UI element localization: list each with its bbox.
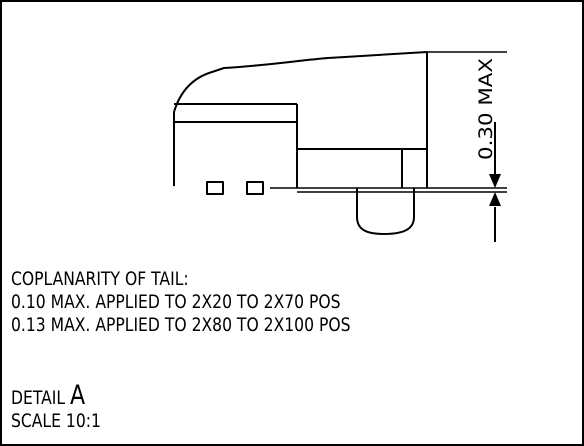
dimension-label: 0.30 MAX — [475, 58, 497, 160]
coplanarity-title: COPLANARITY OF TAIL: — [11, 268, 189, 290]
coplanarity-line-1: 0.10 MAX. APPLIED TO 2X20 TO 2X70 POS — [11, 291, 341, 313]
scale-label: SCALE — [11, 410, 61, 432]
bottom-bump — [356, 188, 415, 235]
scale-row: SCALE 10:1 — [11, 410, 101, 432]
dimension-arrow-up — [489, 192, 501, 206]
contact-pad-left — [206, 181, 224, 195]
detail-label-row: DETAIL A — [11, 382, 85, 409]
detail-letter: A — [70, 380, 86, 411]
contact-pad-right — [246, 181, 264, 195]
scale-value: 10:1 — [65, 410, 101, 432]
detail-label: DETAIL — [11, 387, 66, 409]
housing-outline — [173, 51, 428, 188]
dimension-arrow-down — [489, 174, 501, 188]
coplanarity-line-2: 0.13 MAX. APPLIED TO 2X80 TO 2X100 POS — [11, 314, 351, 336]
